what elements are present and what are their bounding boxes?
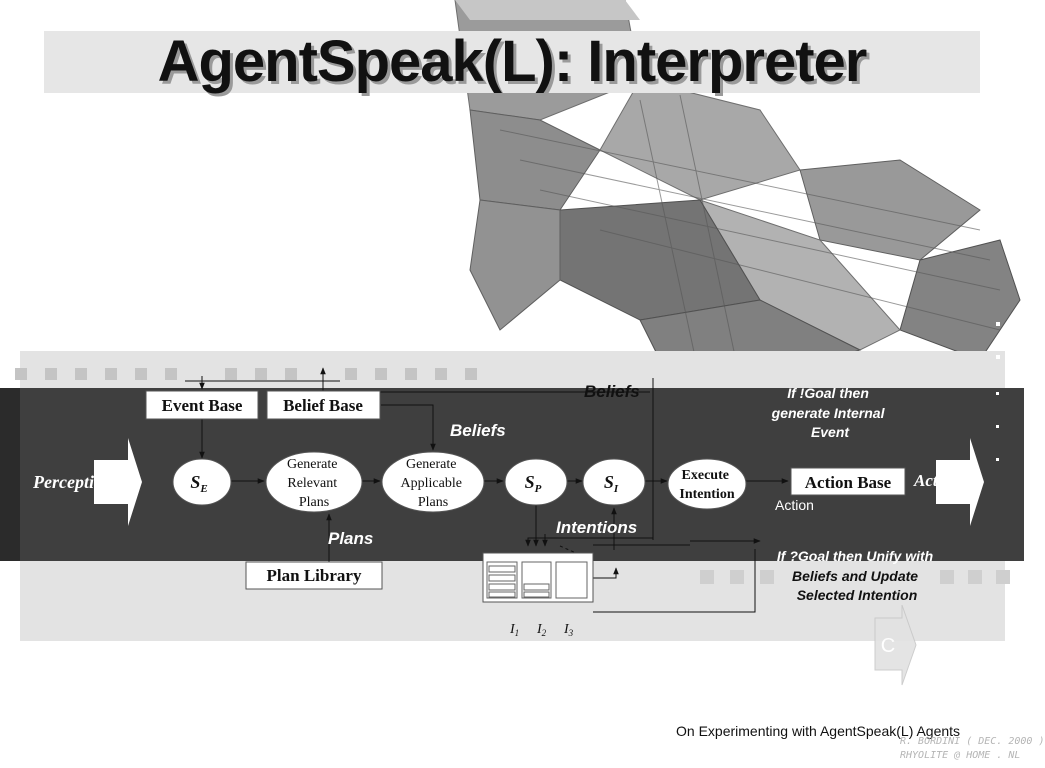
credit-watermark: R. BORDINI ( DEC. 2000 ) RHYOLITE @ HOME…	[900, 735, 1045, 763]
perception-label: Perception	[32, 472, 113, 492]
credit-line-1: R. BORDINI ( DEC. 2000 )	[900, 736, 1045, 747]
goal-internal-label: If !Goal then generate Internal Event	[771, 385, 889, 440]
svg-text:SE: SE	[190, 472, 207, 495]
intention-structure	[482, 552, 594, 603]
copyright-arrow-icon: C	[874, 604, 917, 686]
svg-text:Generate Relevant: Generate Relevant Plans	[287, 457, 341, 510]
page-title: AgentSpeak(L): Interpreter	[157, 29, 868, 94]
plans-label: Plans	[328, 529, 373, 548]
event-base-box: Event Base	[145, 390, 259, 420]
intention-label-2: I2	[536, 622, 547, 638]
action-base-label: Action Base	[805, 473, 892, 492]
intention-label-1: I1	[509, 622, 519, 638]
svg-text:C: C	[881, 635, 895, 657]
action-arrow: Action	[913, 438, 984, 526]
action-base-box: Action Base	[790, 467, 906, 496]
goal-unify-label: If ?Goal then Unify with Beliefs and Upd…	[777, 548, 937, 603]
decorative-dots-top	[15, 368, 477, 380]
node-generate-applicable-plans: Generate Applicable Plans	[381, 451, 485, 513]
plan-library-box: Plan Library	[245, 561, 383, 590]
node-si: SI	[582, 458, 646, 506]
intentions-label: Intentions	[556, 518, 637, 537]
node-se: SE	[172, 458, 232, 506]
footer-text: On Experimenting with AgentSpeak(L) Agen…	[676, 723, 961, 739]
title-bar	[44, 31, 980, 93]
decorative-dots-bottom	[700, 570, 1010, 584]
interpreter-slide: C	[0, 0, 1024, 686]
event-base-label: Event Base	[162, 396, 243, 415]
credit-line-2: RHYOLITE @ HOME . NL	[900, 750, 1021, 761]
intention-labels: I1 I2 I3	[509, 622, 574, 638]
intention-label-3: I3	[563, 622, 574, 638]
beliefs-mid-label: Beliefs	[450, 421, 506, 440]
plan-library-label: Plan Library	[267, 566, 362, 585]
connectors	[185, 367, 789, 613]
action-small-label: Action	[775, 497, 814, 513]
node-execute-intention: Execute Intention	[667, 458, 747, 510]
right-edge-dots	[996, 322, 1000, 461]
svg-text:Execute Intention: Execute Intention	[679, 468, 734, 502]
belief-base-box: Belief Base	[266, 390, 381, 420]
action-label: Action	[913, 471, 960, 490]
perception-arrow: Perception	[32, 438, 142, 526]
belief-base-label: Belief Base	[283, 396, 363, 415]
node-generate-relevant-plans: Generate Relevant Plans	[265, 451, 363, 513]
beliefs-top-label: Beliefs	[584, 382, 640, 401]
svg-text:SP: SP	[525, 472, 542, 495]
svg-text:SI: SI	[604, 472, 619, 495]
svg-text:Generate Applicable: Generate Applicable Plans	[401, 457, 466, 510]
node-sp: SP	[504, 458, 568, 506]
